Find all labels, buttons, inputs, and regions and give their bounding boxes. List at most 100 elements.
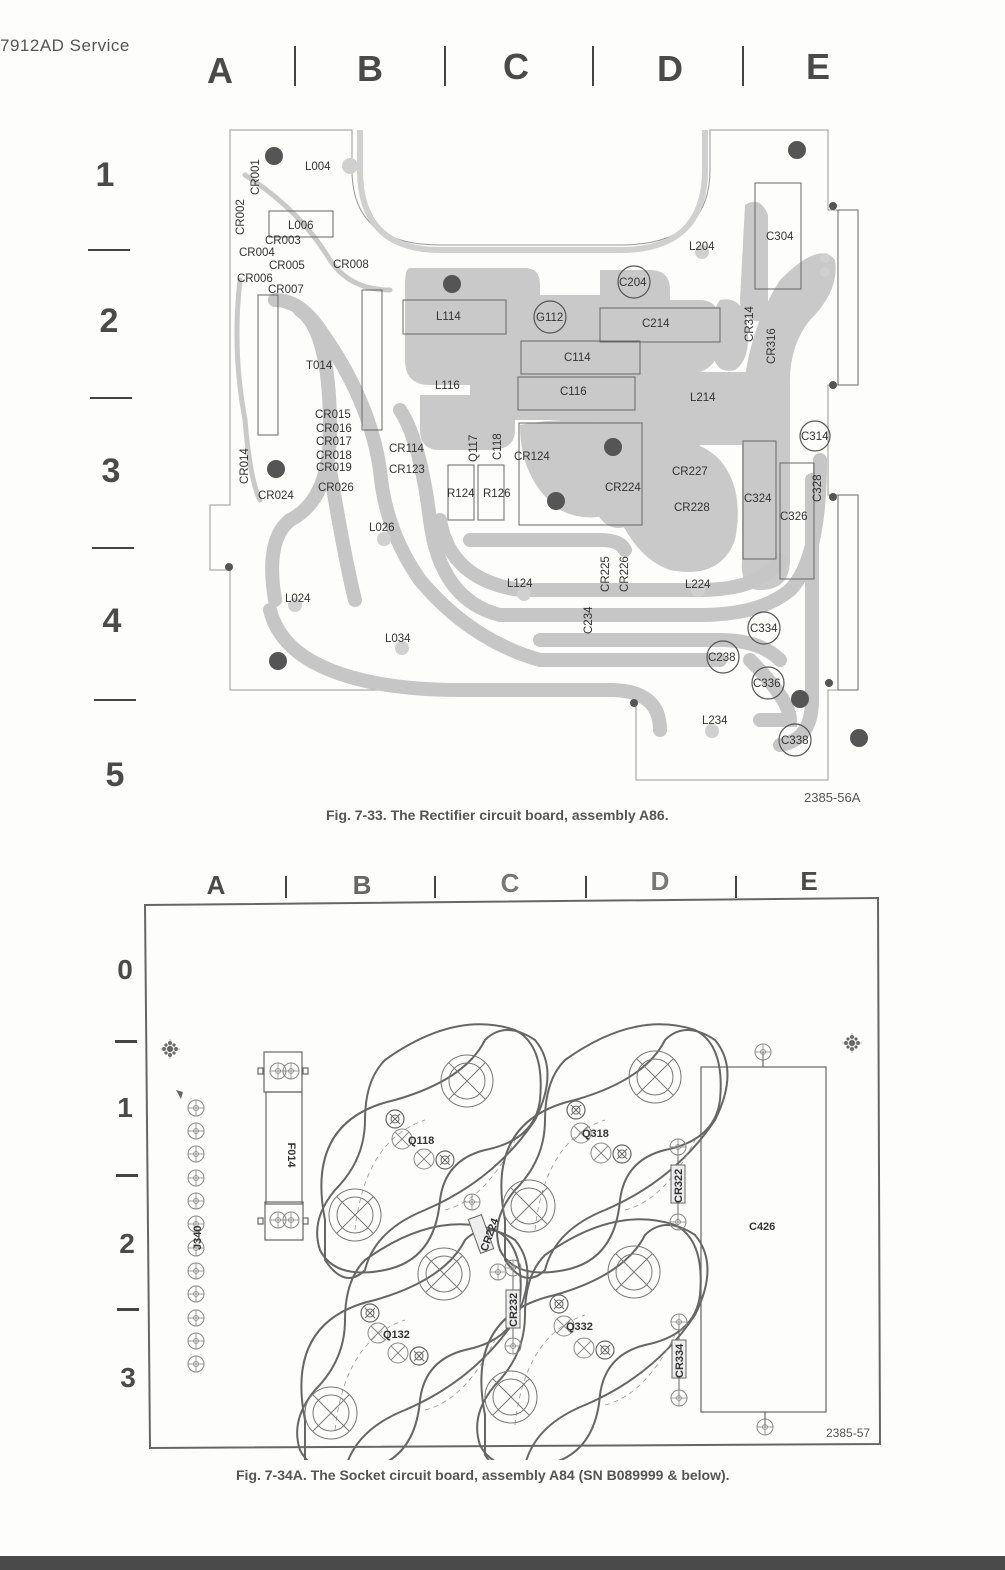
mounting-hole — [791, 690, 809, 708]
fig2-col-e: E — [800, 866, 818, 896]
label-cr003: CR003 — [265, 235, 301, 247]
pour — [520, 420, 638, 518]
label-c214: C214 — [642, 318, 670, 330]
component-labels: J340 F014 Q118 Q318 Q132 Q332 CR224 CR23… — [192, 1128, 775, 1378]
copper-pours — [405, 201, 836, 591]
label-cr232: CR232 — [508, 1293, 520, 1327]
label-j340: J340 — [192, 1226, 204, 1250]
board-outline — [143, 896, 882, 1450]
fig1-row-divider — [88, 249, 130, 251]
label-cr224: CR224 — [605, 482, 641, 494]
trace — [533, 633, 787, 667]
label-cr005: CR005 — [269, 260, 305, 272]
label-c336: C336 — [753, 678, 781, 690]
pad — [820, 253, 830, 263]
scan-edge-bar — [0, 1556, 1005, 1570]
transistor-case-pad — [328, 1188, 382, 1242]
label-q117: Q117 — [468, 435, 480, 462]
fig2-row-divider — [117, 1308, 139, 1311]
transistor-case-pad — [417, 1247, 471, 1301]
r124-body — [447, 464, 475, 521]
label-r124: R124 — [447, 488, 475, 500]
pad — [590, 1142, 612, 1164]
mounting-hole — [443, 275, 461, 293]
fig2-row-0: 0 — [117, 954, 133, 985]
alignment-mark-icon — [159, 1038, 181, 1060]
connector-top — [837, 209, 859, 386]
pin — [187, 1355, 205, 1373]
label-cr001: CR001 — [250, 159, 262, 195]
cr124-block — [518, 422, 643, 526]
label-l114: L114 — [436, 311, 461, 323]
pad — [409, 1346, 429, 1366]
label-cr015: CR015 — [315, 409, 351, 421]
transistor-case-pad — [628, 1050, 682, 1104]
label-c314: C314 — [801, 431, 829, 443]
pin — [187, 1122, 205, 1140]
label-c328: C328 — [812, 475, 824, 503]
pour — [740, 201, 768, 322]
pad — [573, 1337, 595, 1359]
pin — [187, 1309, 205, 1327]
label-cr008: CR008 — [333, 259, 369, 271]
pin — [187, 1285, 205, 1303]
mounting-hole — [630, 699, 638, 707]
label-cr006: CR006 — [237, 273, 273, 285]
mounting-hole — [825, 679, 833, 687]
q318-outline — [496, 1023, 729, 1279]
diode-cr322 — [670, 1148, 686, 1222]
mounting-hole — [267, 460, 285, 478]
fig1-col-b: B — [357, 48, 383, 89]
t014-left-strip — [257, 294, 279, 436]
label-l024: L024 — [285, 593, 311, 605]
fig1-caption: Fig. 7-33. The Rectifier circuit board, … — [326, 807, 669, 823]
pin1-marker-icon — [176, 1090, 183, 1099]
g112-circle — [533, 300, 567, 334]
c314-circle — [799, 420, 831, 452]
label-cr004: CR004 — [239, 247, 275, 259]
pad — [691, 583, 705, 597]
label-cr018: CR018 — [316, 450, 352, 462]
trace — [242, 172, 393, 293]
label-c324: C324 — [744, 493, 772, 505]
pads — [288, 158, 830, 738]
component-labels: L004 CR001 CR002 L006 CR003 CR004 CR005 … — [235, 159, 829, 747]
fig1-row-divider — [92, 547, 134, 549]
label-c326: C326 — [780, 511, 808, 523]
mounting-hole — [604, 438, 622, 456]
mounting-hole — [829, 381, 837, 389]
pad — [566, 1100, 586, 1120]
pad — [435, 1150, 455, 1170]
label-cr002: CR002 — [235, 199, 247, 235]
label-c204: C204 — [619, 277, 647, 289]
label-cr123: CR123 — [389, 464, 425, 476]
transistor-case-pad — [502, 1179, 556, 1233]
label-cr314: CR314 — [744, 306, 756, 342]
label-l214: L214 — [690, 392, 716, 404]
c114-body — [520, 340, 641, 375]
c204-circle — [617, 265, 651, 299]
pad — [342, 158, 358, 174]
component-outlines — [257, 182, 859, 691]
pad — [395, 641, 409, 655]
pin — [187, 1192, 205, 1210]
fig2-col-divider — [735, 876, 737, 898]
c336-circle — [751, 666, 785, 700]
trace — [463, 533, 632, 557]
label-cr124: CR124 — [514, 451, 550, 463]
fig2-col-d: D — [650, 866, 670, 896]
diode-cr232 — [505, 1270, 521, 1346]
mounting-hole — [225, 563, 233, 571]
fig2-figure-number: 2385-57 — [826, 1426, 871, 1440]
fig2-col-a: A — [206, 870, 226, 900]
fig1-col-divider — [742, 46, 744, 86]
pad — [612, 1144, 632, 1164]
c304-body — [754, 182, 802, 290]
fig1-row-3: 3 — [101, 452, 121, 490]
q118-outline — [316, 1023, 549, 1279]
label-cr226: CR226 — [619, 556, 631, 592]
label-l234: L234 — [702, 715, 728, 727]
pin — [187, 1145, 205, 1163]
trace — [265, 303, 338, 607]
fig2-row-divider — [116, 1174, 138, 1177]
